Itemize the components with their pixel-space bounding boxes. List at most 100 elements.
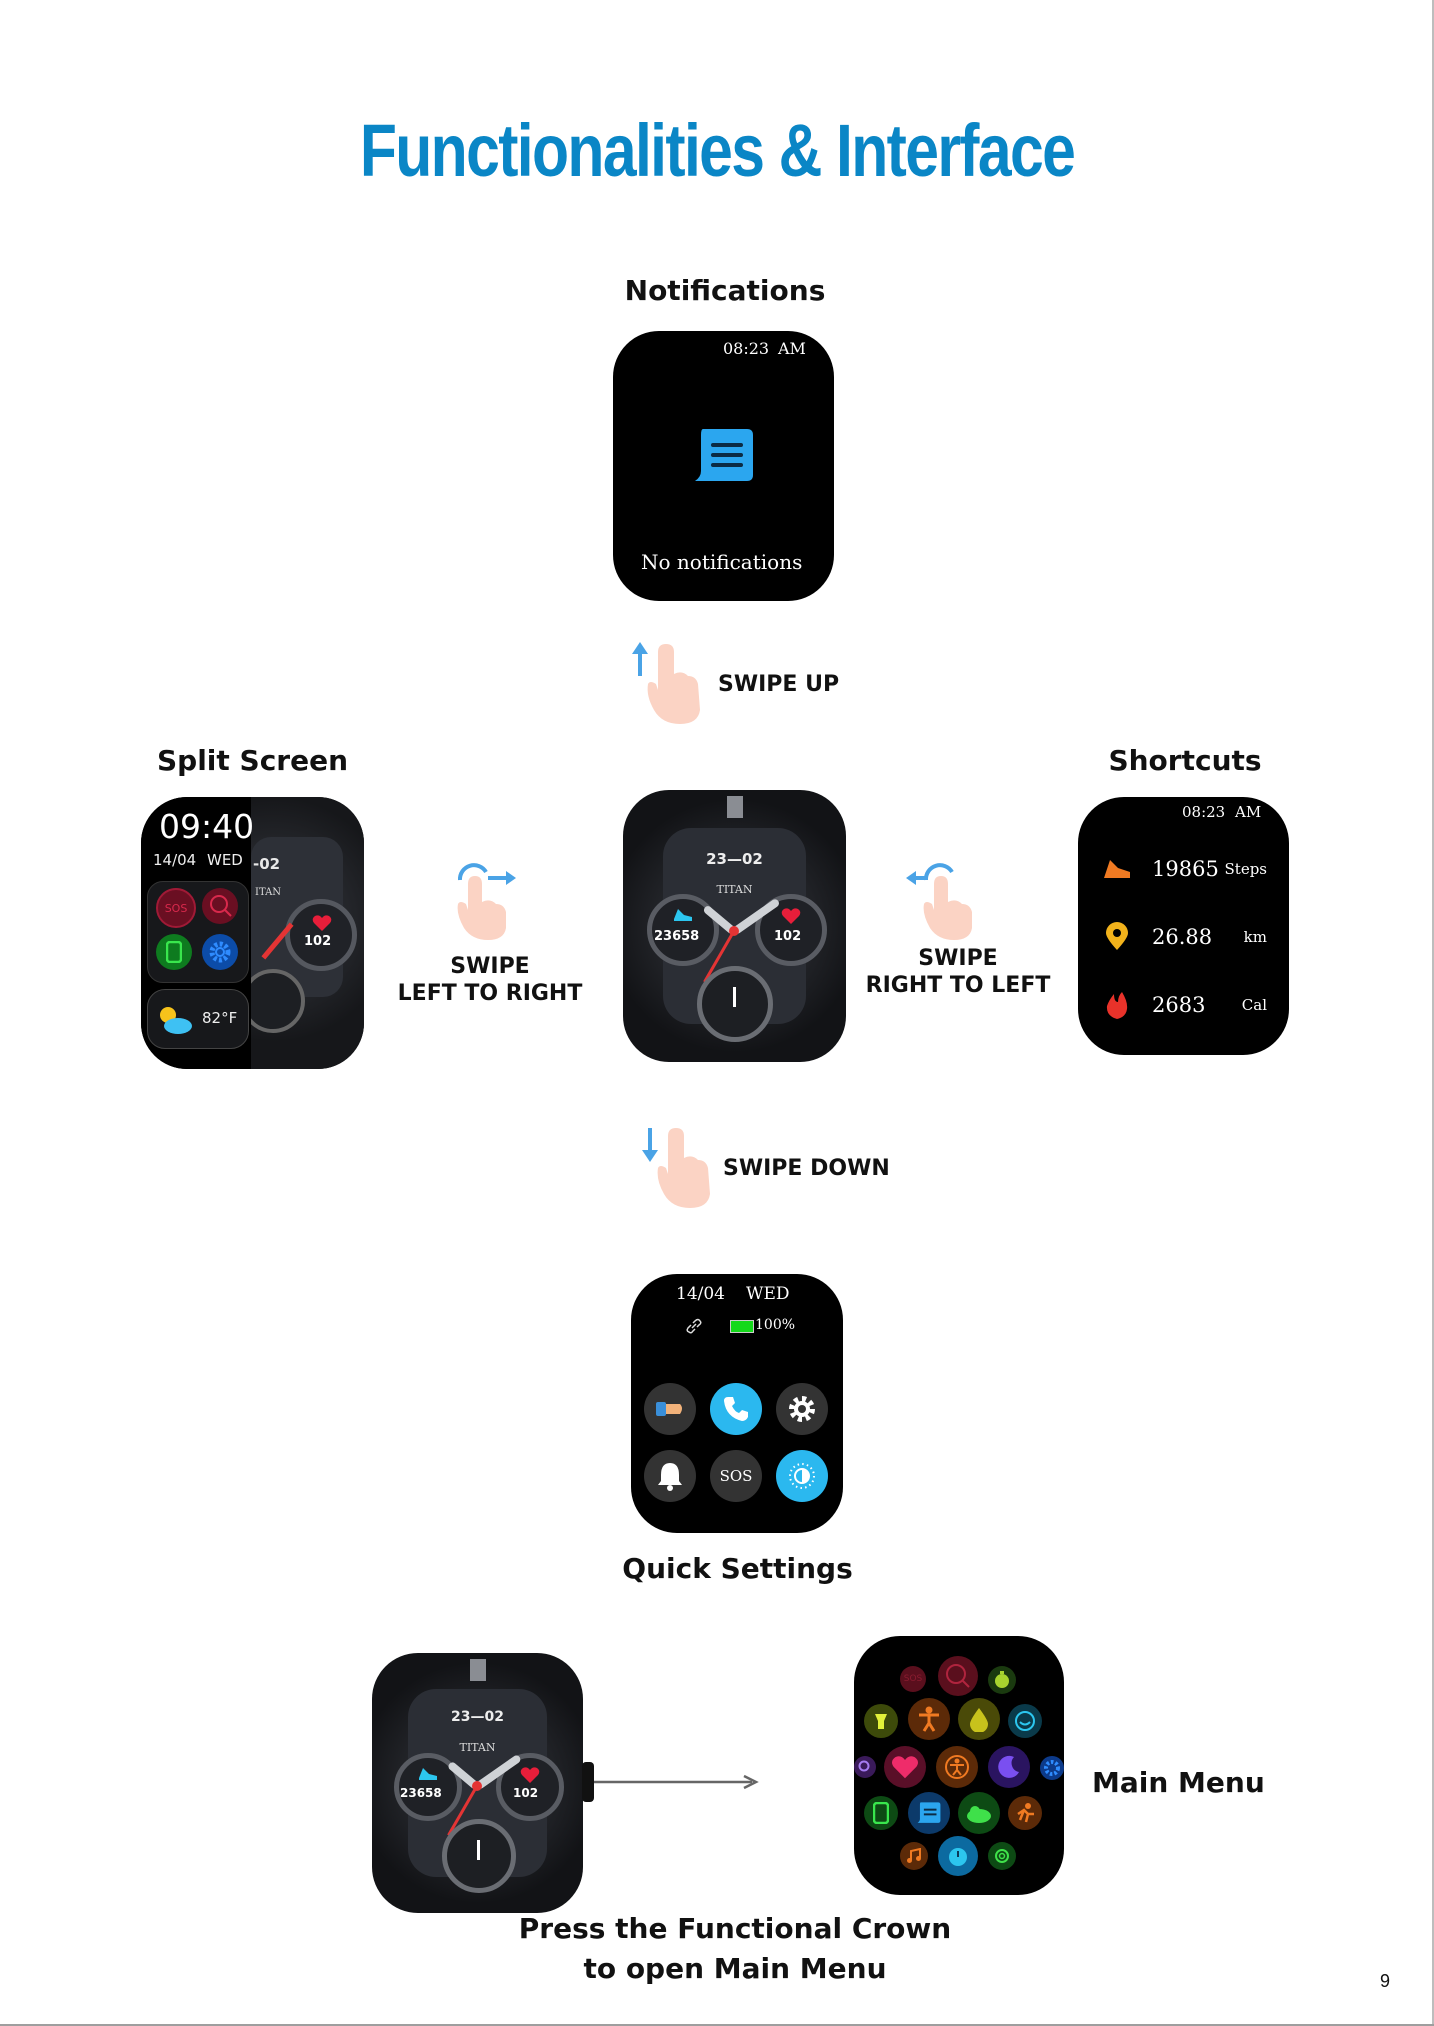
- menu-search-app[interactable]: [854, 1756, 876, 1778]
- water-drop-icon: [970, 1708, 988, 1732]
- split-settings-button[interactable]: [202, 934, 238, 970]
- shortcut-calories-value: 2683: [1152, 993, 1206, 1017]
- wrist-raise-icon: [656, 1402, 682, 1416]
- split-phone-app-button[interactable]: [156, 934, 192, 970]
- smartphone-icon: [166, 941, 182, 963]
- crown-watch-face[interactable]: 23—02 TITAN 23658 102: [372, 1653, 583, 1913]
- search-icon: [210, 895, 232, 917]
- swipe-down-label: SWIPE DOWN: [723, 1156, 890, 1181]
- menu-messages-app[interactable]: [908, 1792, 950, 1834]
- stopwatch-icon: [995, 1671, 1009, 1688]
- menu-running-app[interactable]: [1008, 1796, 1042, 1830]
- flashlight-icon: [875, 1714, 887, 1729]
- gear-icon: [789, 1396, 815, 1422]
- menu-alarm-app[interactable]: [938, 1836, 978, 1876]
- split-screen-watch[interactable]: -02 ITAN 102 09:40 14/04 WED SOS 82°F: [141, 797, 364, 1069]
- days-subdial-hand: [733, 987, 736, 1007]
- menu-mood-app[interactable]: [1008, 1704, 1042, 1738]
- menu-find-phone-app[interactable]: [938, 1656, 978, 1696]
- heart-dial: 102: [755, 894, 827, 966]
- menu-flashlight-app[interactable]: [864, 1704, 898, 1738]
- magnifier-icon: [858, 1760, 870, 1772]
- qs-sos-button[interactable]: SOS: [710, 1450, 762, 1502]
- crown-face-heart: 102: [513, 1786, 539, 1800]
- swipe-rtl-line1: SWIPE: [918, 946, 998, 971]
- menu-weather-app[interactable]: [958, 1792, 1000, 1834]
- split-heart-dial: 102: [285, 899, 357, 971]
- shortcut-distance-value: 26.88: [1152, 925, 1213, 949]
- page-bottom-line: [0, 2024, 1434, 2026]
- split-screen-heading: Split Screen: [156, 744, 349, 777]
- qs-brightness-button[interactable]: [776, 1450, 828, 1502]
- qs-date: 14/04: [676, 1284, 725, 1304]
- page-edge-line: [1432, 0, 1434, 2026]
- menu-activity-app[interactable]: [908, 1698, 950, 1740]
- swipe-down-hand-icon: [642, 1128, 710, 1208]
- split-watchface-partial: -02 ITAN 102: [241, 797, 364, 1069]
- qs-raise-to-wake-button[interactable]: [644, 1383, 696, 1435]
- split-left-panel: 09:40 14/04 WED SOS 82°F: [141, 797, 255, 1069]
- face-brand: TITAN: [716, 883, 753, 896]
- no-notifications-text: No notifications: [641, 550, 803, 574]
- split-watch-date-partial: -02: [253, 855, 281, 873]
- swipe-up-label: SWIPE UP: [718, 672, 840, 697]
- cloud-icon: [967, 1806, 991, 1823]
- split-weather-widget[interactable]: 82°F: [147, 989, 249, 1049]
- qs-phone-button[interactable]: [710, 1383, 762, 1435]
- menu-phone-app[interactable]: [864, 1796, 898, 1830]
- person-icon: [919, 1706, 939, 1732]
- split-find-phone-button[interactable]: [202, 888, 238, 924]
- spiral-icon: [995, 1849, 1009, 1863]
- days-subdial-hand: [477, 1840, 480, 1860]
- crown-caption-line2: to open Main Menu: [583, 1952, 887, 1985]
- notifications-screen[interactable]: 08:23 AM No notifications: [613, 331, 834, 601]
- main-menu-screen[interactable]: SOS: [854, 1636, 1064, 1895]
- battery-icon: [730, 1320, 754, 1333]
- qs-battery: 100%: [755, 1317, 796, 1333]
- page-title: Functionalities & Interface: [359, 109, 1076, 192]
- shortcuts-screen[interactable]: 08:23 AM 19865 Steps 26.88 km 2683 Cal: [1078, 797, 1289, 1055]
- message-bubble-icon: [695, 429, 753, 481]
- split-time: 09:40: [159, 807, 255, 846]
- split-sos-button[interactable]: SOS: [156, 888, 196, 928]
- main-menu-label: Main Menu: [1092, 1766, 1265, 1799]
- crown-face-brand: TITAN: [459, 1741, 496, 1754]
- menu-breathe-app[interactable]: [988, 1842, 1016, 1870]
- quick-settings-screen[interactable]: 14/04 WED 100% SOS: [631, 1274, 843, 1533]
- menu-sos-app[interactable]: SOS: [900, 1666, 926, 1692]
- swipe-right-hand-icon: [457, 863, 516, 940]
- running-icon: [1017, 1803, 1034, 1823]
- gear-icon: [209, 941, 231, 963]
- gear-icon: [1044, 1760, 1060, 1776]
- menu-heart-rate-app[interactable]: [884, 1746, 926, 1788]
- notifications-time: 08:23: [723, 339, 770, 358]
- functional-crown-button[interactable]: [582, 1762, 594, 1802]
- crown-caption-line1: Press the Functional Crown: [518, 1912, 952, 1945]
- qs-settings-button[interactable]: [776, 1383, 828, 1435]
- shortcut-calories-unit: Cal: [1241, 996, 1267, 1014]
- menu-music-app[interactable]: [900, 1842, 928, 1870]
- search-icon: [946, 1664, 970, 1688]
- shortcut-row-steps[interactable]: 19865 Steps: [1102, 849, 1267, 889]
- message-bubble-icon: [917, 1802, 941, 1823]
- menu-spo2-app[interactable]: [958, 1698, 1000, 1740]
- person-circle-icon: [945, 1755, 969, 1779]
- menu-settings-app[interactable]: [1040, 1756, 1064, 1780]
- menu-stopwatch-app[interactable]: [988, 1666, 1016, 1694]
- menu-workout-app[interactable]: [936, 1746, 978, 1788]
- shortcut-row-calories[interactable]: 2683 Cal: [1102, 985, 1267, 1025]
- shortcut-steps-value: 19865: [1152, 857, 1219, 881]
- smiley-icon: [1015, 1711, 1035, 1731]
- alarm-clock-icon: [949, 1848, 967, 1866]
- qs-notifications-button[interactable]: [644, 1450, 696, 1502]
- shoe-icon: [674, 909, 692, 921]
- shortcut-row-distance[interactable]: 26.88 km: [1102, 917, 1267, 957]
- twelve-marker: [470, 1659, 486, 1681]
- menu-sleep-app[interactable]: [988, 1746, 1030, 1788]
- qs-day: WED: [746, 1284, 790, 1304]
- moon-icon: [998, 1755, 1019, 1778]
- home-watch-face[interactable]: 23—02 TITAN 23658 102: [623, 790, 846, 1062]
- face-date: 23—02: [706, 850, 763, 868]
- shortcuts-heading: Shortcuts: [1108, 744, 1262, 777]
- location-pin-icon: [1106, 922, 1128, 950]
